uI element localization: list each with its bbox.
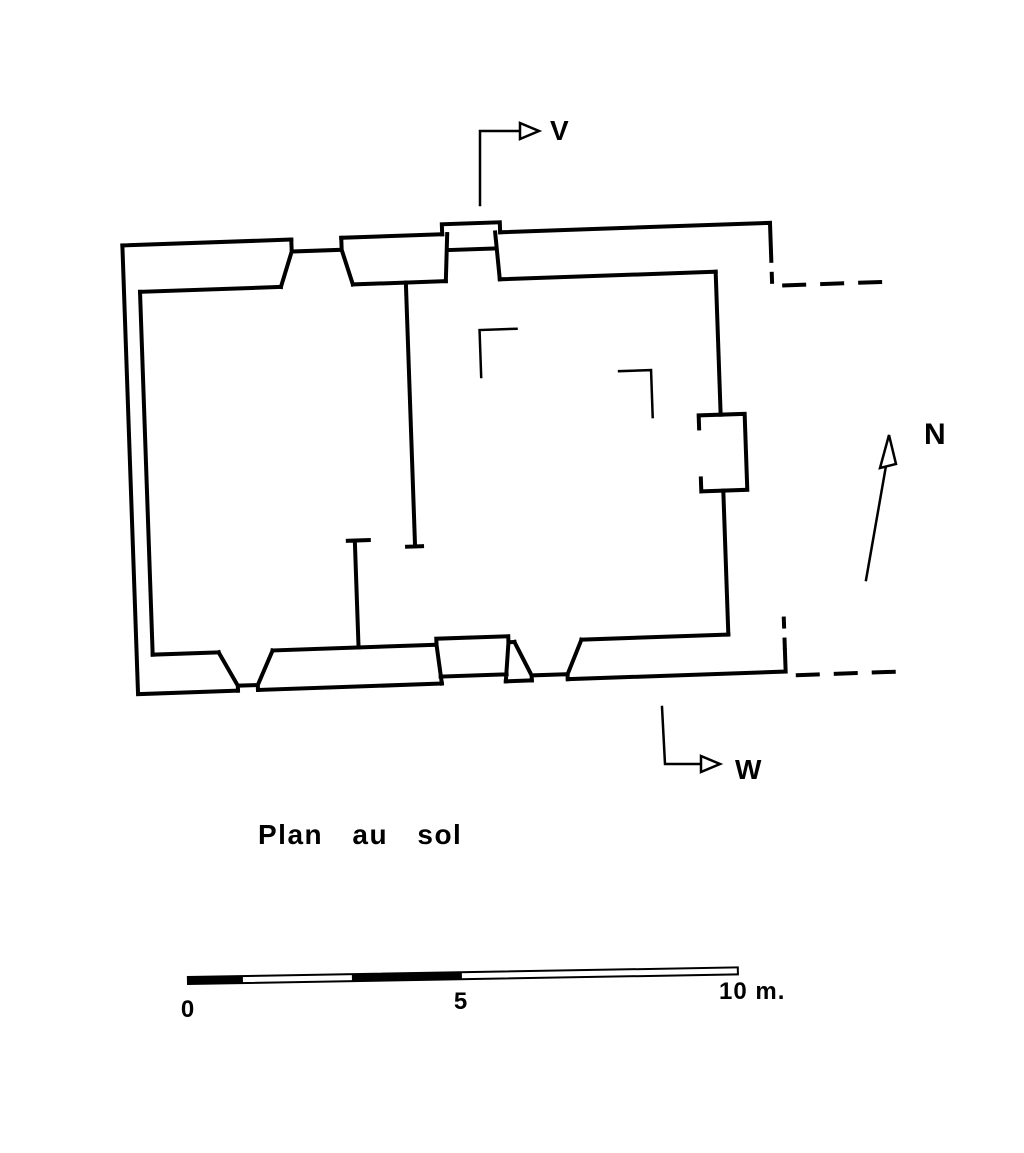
north-label: N: [924, 418, 946, 451]
beam-mark-1: [478, 327, 518, 379]
north-arrow: N: [864, 418, 946, 582]
bottom-left-window-opening: [215, 647, 276, 693]
top-window-opening: [278, 235, 356, 290]
wall-niche: [696, 411, 750, 494]
continuation-dashes-vertical: [768, 250, 787, 651]
inner-wall-bottom: [150, 632, 731, 657]
scale-bar-outline: [186, 966, 739, 986]
scale-bar: [186, 966, 739, 986]
scale-label-5: 5: [454, 988, 468, 1015]
section-line-v: [478, 129, 522, 207]
outer-wall-top: [120, 220, 774, 253]
inner-wall-east: [713, 269, 731, 637]
scale-label-0: 0: [181, 996, 195, 1023]
entrance-opening: [439, 220, 503, 284]
partition-wall-secondary: [345, 537, 371, 650]
inner-wall-left: [137, 289, 155, 657]
outer-wall-left-bottom: [120, 243, 788, 697]
section-marker-w: W: [660, 705, 762, 785]
floor-plan: [120, 220, 903, 697]
plan-title: Plan au sol: [258, 819, 462, 850]
inner-wall-top: [137, 269, 718, 294]
scale-bar-segment-0-1: [187, 976, 243, 984]
section-marker-v: V: [478, 115, 570, 207]
scale-label-10: 10 m.: [719, 978, 785, 1005]
partition-wall-main: [403, 280, 425, 549]
continuation-dashes-horizontal: [782, 279, 903, 678]
section-label-v: V: [550, 115, 570, 146]
bottom-right-window-opening: [511, 637, 585, 683]
bottom-door-opening: [434, 634, 511, 686]
section-arrow-w-icon: [699, 754, 724, 774]
section-line-w: [660, 705, 703, 766]
beam-mark-2: [617, 368, 654, 419]
north-arrow-icon: [878, 434, 898, 470]
scale-bar-segment-3-5: [351, 972, 462, 982]
section-label-w: W: [735, 754, 762, 785]
section-arrow-v-icon: [518, 121, 543, 141]
